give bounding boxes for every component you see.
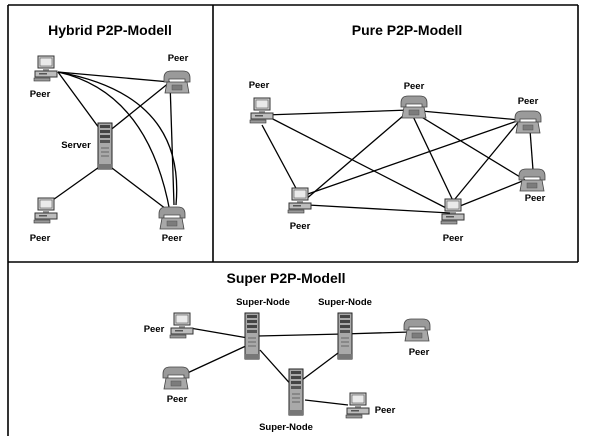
- pure-connections: [261, 109, 534, 214]
- hybrid-peer-computer-icon: [33, 197, 58, 224]
- pure-title: Pure P2P-Modell: [352, 22, 462, 38]
- hybrid-peer-label-top-left: Peer: [30, 89, 51, 100]
- hybrid-server-tower-icon: [97, 122, 113, 170]
- super-node-server-tower-icon: [244, 312, 260, 360]
- super-peer-computer-icon: [169, 312, 194, 339]
- hybrid-peer-label-bottom-right: Peer: [162, 233, 183, 244]
- super-title: Super P2P-Modell: [226, 270, 345, 286]
- super-peer-label-2: Peer: [409, 347, 430, 358]
- super-node-server-tower-icon: [337, 312, 353, 360]
- super-panel: Super P2P-Modell Super-Node Super-Node S…: [144, 270, 431, 433]
- hybrid-title: Hybrid P2P-Modell: [48, 22, 172, 38]
- pure-peer-label-b: Peer: [404, 81, 425, 92]
- hybrid-server-label: Server: [61, 140, 91, 151]
- pure-peer-computer-icon: [249, 97, 274, 124]
- hybrid-peer-telephone-icon: [158, 206, 186, 230]
- hybrid-peer-label-bottom-left: Peer: [30, 233, 51, 244]
- pure-peer-label-c: Peer: [518, 96, 539, 107]
- super-connections: [182, 327, 411, 406]
- super-peer-label-3: Peer: [167, 394, 188, 405]
- super-node-server-tower-icon: [288, 368, 304, 416]
- pure-peer-telephone-icon: [518, 168, 546, 192]
- hybrid-peer-computer-icon: [33, 55, 58, 82]
- pure-peer-telephone-icon: [514, 110, 542, 134]
- hybrid-connections: [49, 71, 178, 213]
- super-node-label-2: Super-Node: [318, 297, 372, 308]
- super-node-label-3: Super-Node: [259, 422, 313, 433]
- pure-peer-telephone-icon: [400, 95, 428, 119]
- panel-frame: [7, 4, 579, 436]
- super-peer-label-4: Peer: [375, 405, 396, 416]
- pure-peer-label-e: Peer: [290, 221, 311, 232]
- pure-peer-computer-icon: [440, 198, 465, 225]
- pure-peer-label-d: Peer: [525, 193, 546, 204]
- hybrid-panel: Hybrid P2P-Modell Peer Peer Server Peer …: [30, 22, 191, 244]
- pure-peer-label-f: Peer: [443, 233, 464, 244]
- super-node-label-1: Super-Node: [236, 297, 290, 308]
- pure-panel: Pure P2P-Modell Peer Peer Peer Peer Peer…: [249, 22, 546, 244]
- pure-peer-label-a: Peer: [249, 80, 270, 91]
- super-peer-telephone-icon: [162, 366, 190, 390]
- hybrid-peer-label-top-right: Peer: [168, 53, 189, 64]
- super-peer-computer-icon: [345, 392, 370, 419]
- super-peer-telephone-icon: [403, 318, 431, 342]
- pure-peer-computer-icon: [287, 187, 312, 214]
- super-peer-label-1: Peer: [144, 324, 165, 335]
- hybrid-peer-telephone-icon: [163, 70, 191, 94]
